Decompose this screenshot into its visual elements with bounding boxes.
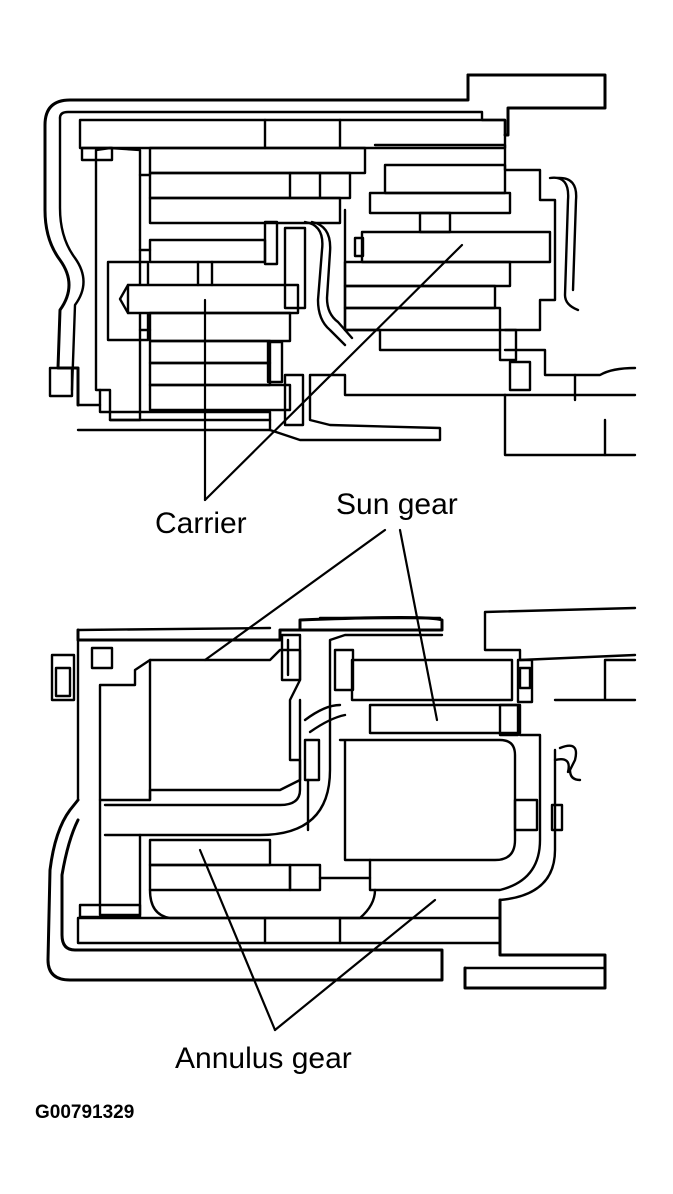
top-gear-assembly bbox=[43, 73, 637, 457]
annulus-gear-label: Annulus gear bbox=[175, 1042, 352, 1075]
sun-gear-leader-left bbox=[203, 528, 387, 662]
annulus-gear-callout: Annulus gear bbox=[175, 848, 437, 1075]
carrier-leader-right bbox=[203, 243, 464, 502]
sun-gear-leader-right bbox=[398, 528, 439, 722]
annulus-gear-leader-left bbox=[198, 848, 277, 1032]
annulus-gear-leader-right bbox=[273, 898, 437, 1032]
sun-gear-label: Sun gear bbox=[336, 488, 458, 521]
sun-gear-callout: Sun gear bbox=[203, 488, 458, 722]
figure-id: G00791329 bbox=[35, 1102, 134, 1123]
carrier-label: Carrier bbox=[155, 507, 247, 540]
bottom-gear-assembly bbox=[46, 606, 637, 990]
carrier-callout: Carrier bbox=[155, 243, 464, 540]
